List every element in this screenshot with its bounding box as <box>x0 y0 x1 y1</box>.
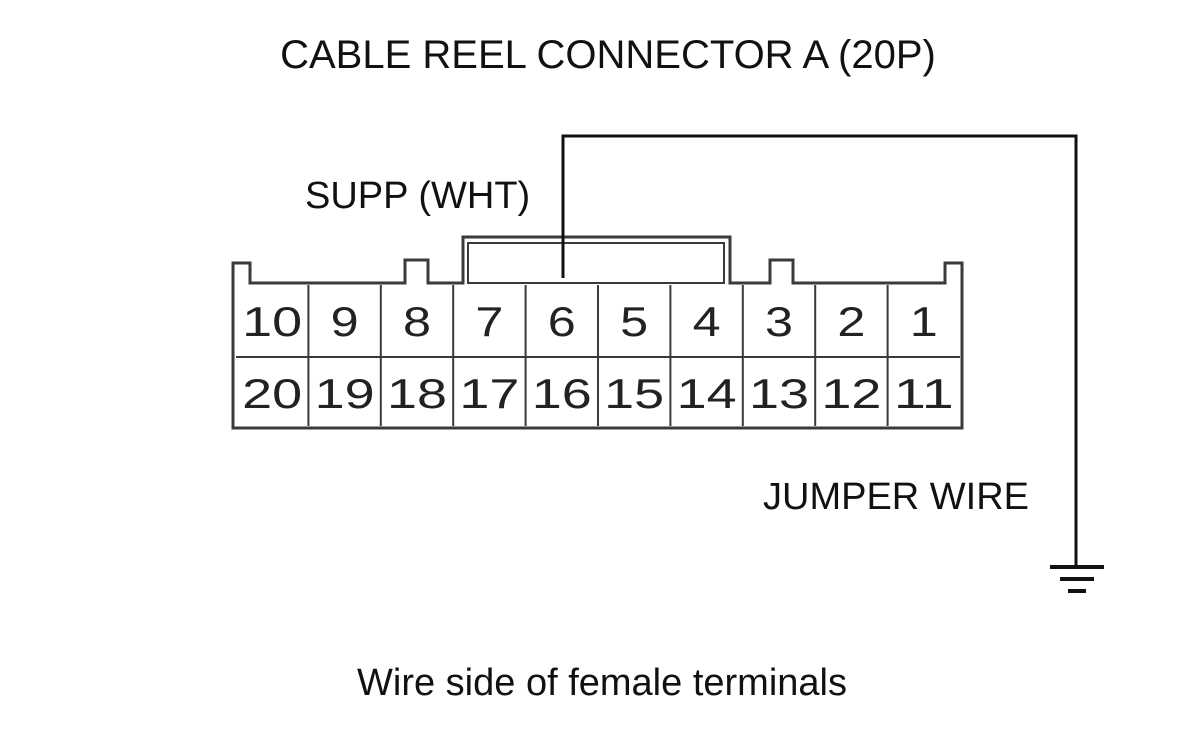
ground-icon <box>1050 565 1104 593</box>
bottom-pin-13: 13 <box>749 370 809 417</box>
top-pin-7: 7 <box>475 298 503 345</box>
bottom-pin-17: 17 <box>459 370 519 417</box>
bottom-pin-18: 18 <box>387 370 447 417</box>
cell-dividers <box>307 285 889 426</box>
top-pin-1: 1 <box>910 298 938 345</box>
bottom-pin-11: 11 <box>894 370 954 417</box>
bottom-pin-12: 12 <box>821 370 881 417</box>
bottom-pin-20: 20 <box>242 370 302 417</box>
top-pin-5: 5 <box>620 298 648 345</box>
top-pin-9: 9 <box>331 298 359 345</box>
bottom-row-pins: 20 19 18 17 16 15 14 13 12 11 <box>242 370 954 417</box>
top-pin-4: 4 <box>693 298 721 345</box>
supp-wire-label: SUPP (WHT) <box>305 175 530 217</box>
diagram-caption: Wire side of female terminals <box>357 662 847 704</box>
bottom-pin-19: 19 <box>315 370 375 417</box>
top-pin-10: 10 <box>242 298 302 345</box>
connector-lock-tab <box>467 242 725 284</box>
bottom-pin-15: 15 <box>604 370 664 417</box>
top-pin-2: 2 <box>837 298 865 345</box>
bottom-pin-14: 14 <box>677 370 737 417</box>
top-pin-8: 8 <box>403 298 431 345</box>
bottom-pin-16: 16 <box>532 370 592 417</box>
jumper-wire <box>561 134 1078 567</box>
top-pin-6: 6 <box>548 298 576 345</box>
diagram-title: CABLE REEL CONNECTOR A (20P) <box>280 33 936 77</box>
top-pin-3: 3 <box>765 298 793 345</box>
jumper-wire-label: JUMPER WIRE <box>763 476 1029 518</box>
